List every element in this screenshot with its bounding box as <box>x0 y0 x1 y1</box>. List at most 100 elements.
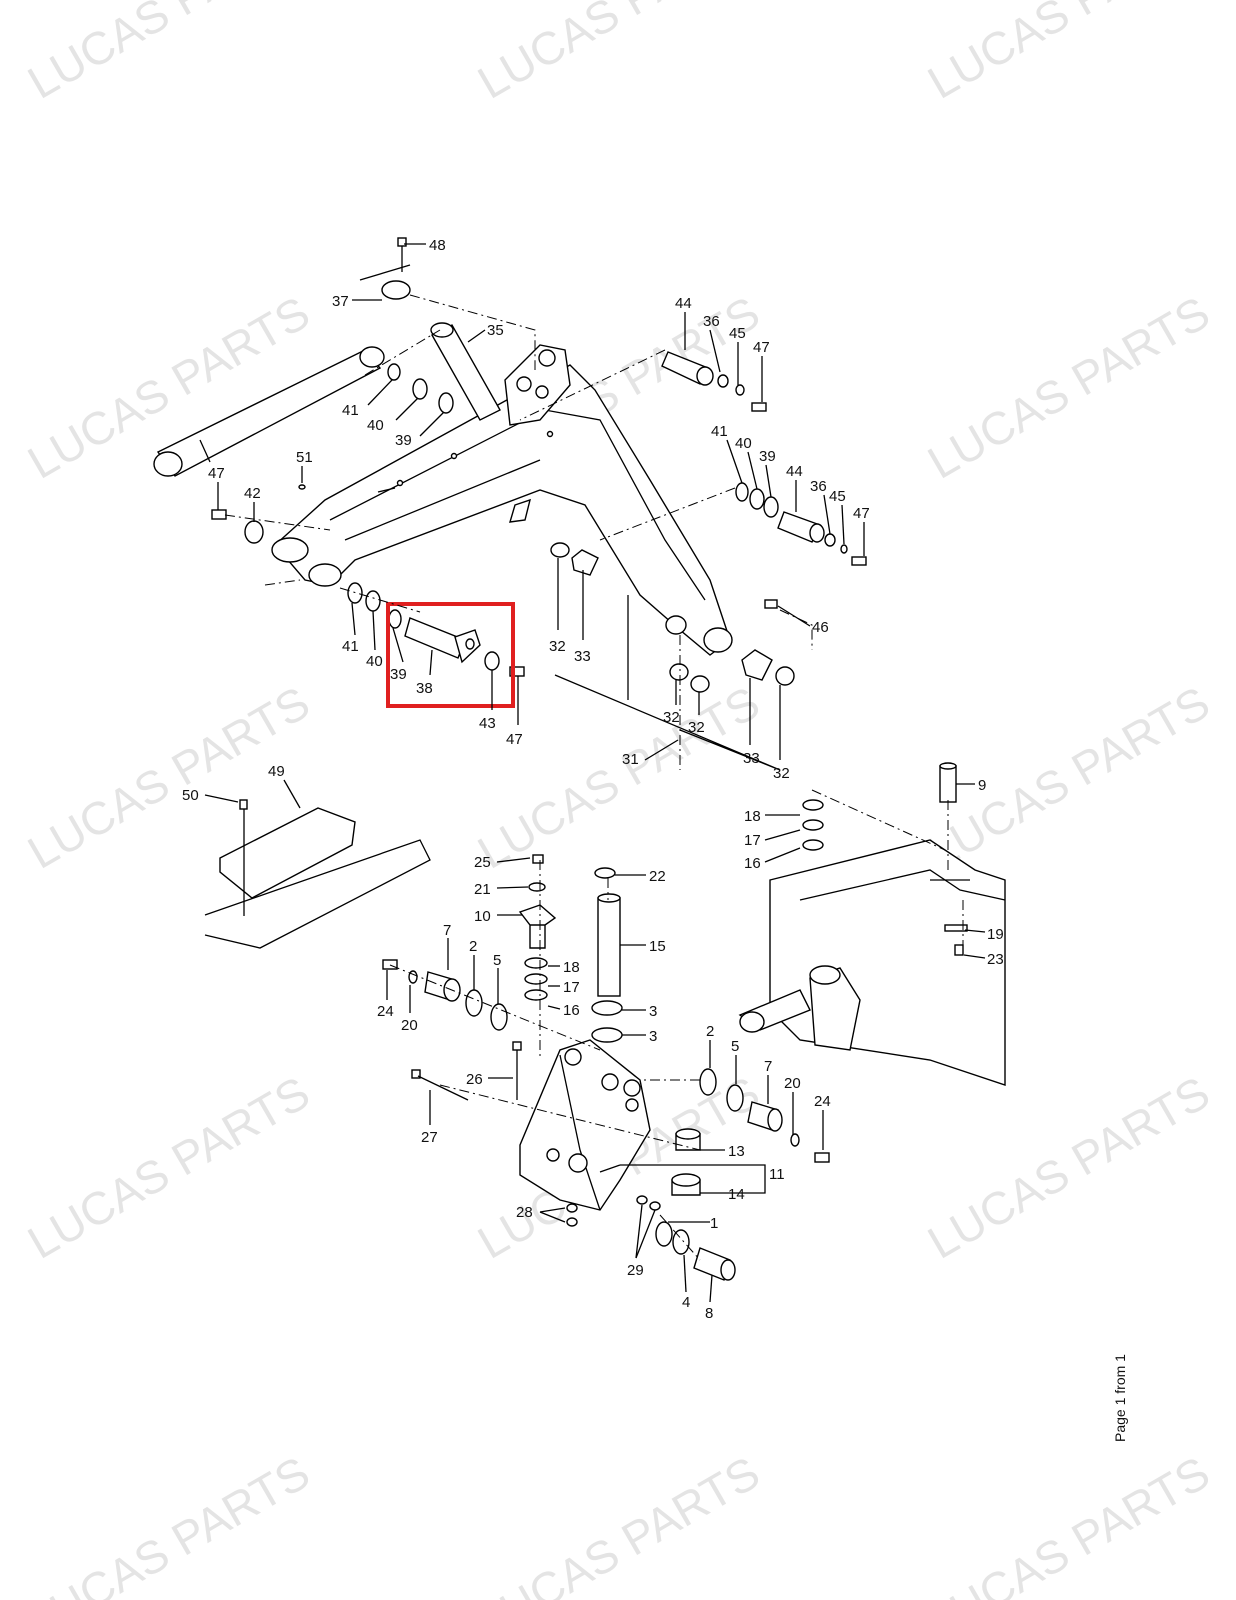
cover-49 <box>204 799 431 949</box>
part-label: 10 <box>474 908 491 925</box>
part-label: 2 <box>706 1023 714 1040</box>
washer-41 <box>387 363 401 381</box>
shim-17 <box>524 973 548 985</box>
part-label: 24 <box>814 1093 831 1110</box>
part-label: 41 <box>342 402 359 419</box>
part-label: 44 <box>675 295 692 312</box>
part-label: 27 <box>421 1129 438 1146</box>
part-label: 47 <box>506 731 523 748</box>
pin-8 <box>693 1247 736 1281</box>
part-label: 31 <box>622 751 639 768</box>
seal-32 <box>775 666 795 686</box>
part-label: 18 <box>744 808 761 825</box>
leader-lines <box>204 243 986 1303</box>
pin-44-lower <box>735 482 867 566</box>
part-label: 9 <box>978 777 986 794</box>
part-label: 35 <box>487 322 504 339</box>
part-label: 36 <box>703 313 720 330</box>
shim-16 <box>524 989 548 1001</box>
part-label: 7 <box>443 922 451 939</box>
pin-44-upper <box>661 351 767 412</box>
washer-2 <box>699 1068 717 1096</box>
part-label: 20 <box>784 1075 801 1092</box>
part-label: 1 <box>710 1215 718 1232</box>
pin-38 <box>404 617 481 664</box>
part-label: 23 <box>987 951 1004 968</box>
part-label: 42 <box>244 485 261 502</box>
part-label: 19 <box>987 926 1004 943</box>
part-label: 41 <box>342 638 359 655</box>
washer-4 <box>672 1229 690 1255</box>
part-label: 37 <box>332 293 349 310</box>
part-label: 11 <box>769 1166 785 1183</box>
part-label: 44 <box>786 463 803 480</box>
washer-5 <box>726 1084 744 1112</box>
part-label: 29 <box>627 1262 644 1279</box>
washer-40 <box>412 378 428 400</box>
page-footer: Page 1 from 1 <box>1112 1354 1128 1442</box>
part-label: 39 <box>759 448 776 465</box>
watermark: LUCAS PARTS <box>919 286 1218 489</box>
swing-frame <box>738 762 1006 1086</box>
bushing-33 <box>741 649 773 681</box>
part-label: 39 <box>390 666 407 683</box>
bolt-27 <box>411 1069 469 1101</box>
bushing-14 <box>671 1173 701 1196</box>
watermark: LUCAS PARTS <box>19 1446 318 1600</box>
part-label: 2 <box>469 938 477 955</box>
part-label: 32 <box>663 709 680 726</box>
washer-39 <box>388 609 402 629</box>
ring-22 <box>594 867 616 879</box>
watermark: LUCAS PARTS <box>19 1066 318 1269</box>
part-label: 15 <box>649 938 666 955</box>
part-label: 32 <box>773 765 790 782</box>
bushing-33 <box>571 549 599 576</box>
boom-cylinder <box>153 346 385 477</box>
part-label: 21 <box>474 881 491 898</box>
highlight-box <box>386 602 515 708</box>
part-label: 47 <box>753 339 770 356</box>
part-label: 5 <box>731 1038 739 1055</box>
part-label: 45 <box>729 325 746 342</box>
plate-42 <box>244 520 264 544</box>
part-label: 49 <box>268 763 285 780</box>
part-label: 14 <box>728 1186 745 1203</box>
part-label: 50 <box>182 787 199 804</box>
shim-18 <box>524 957 548 969</box>
bolt-26 <box>512 1041 522 1100</box>
shim-3 <box>591 1027 623 1043</box>
plate-10 <box>518 904 557 949</box>
part-label: 39 <box>395 432 412 449</box>
part-label: 18 <box>563 959 580 976</box>
watermark: LUCAS PARTS <box>919 1446 1218 1600</box>
part-label: 48 <box>429 237 446 254</box>
watermark: LUCAS PARTS <box>469 1446 768 1600</box>
seal-32 <box>690 675 710 693</box>
center-lines <box>224 294 964 1261</box>
seal-32 <box>550 542 570 558</box>
washer-2 <box>465 989 483 1017</box>
seal-32 <box>669 663 689 681</box>
nut-28 <box>566 1203 578 1227</box>
bolt-47 <box>509 666 525 677</box>
part-label: 46 <box>812 619 829 636</box>
clamp-37 <box>359 237 411 300</box>
pin-7-right <box>747 1101 783 1132</box>
part-label: 16 <box>563 1002 580 1019</box>
part-label: 51 <box>296 449 313 466</box>
part-label: 47 <box>853 505 870 522</box>
part-label: 41 <box>711 423 728 440</box>
shim-3 <box>591 1000 623 1016</box>
washer-21 <box>528 882 546 892</box>
part-label: 26 <box>466 1071 483 1088</box>
part-label: 47 <box>208 465 225 482</box>
part-label: 3 <box>649 1003 657 1020</box>
part-label: 17 <box>563 979 580 996</box>
nut-29 <box>636 1195 661 1211</box>
washer-20 <box>790 1133 800 1147</box>
part-label: 36 <box>810 478 827 495</box>
pin-7-left <box>424 971 461 1002</box>
part-label: 32 <box>688 719 705 736</box>
bolt-47 <box>211 509 227 520</box>
